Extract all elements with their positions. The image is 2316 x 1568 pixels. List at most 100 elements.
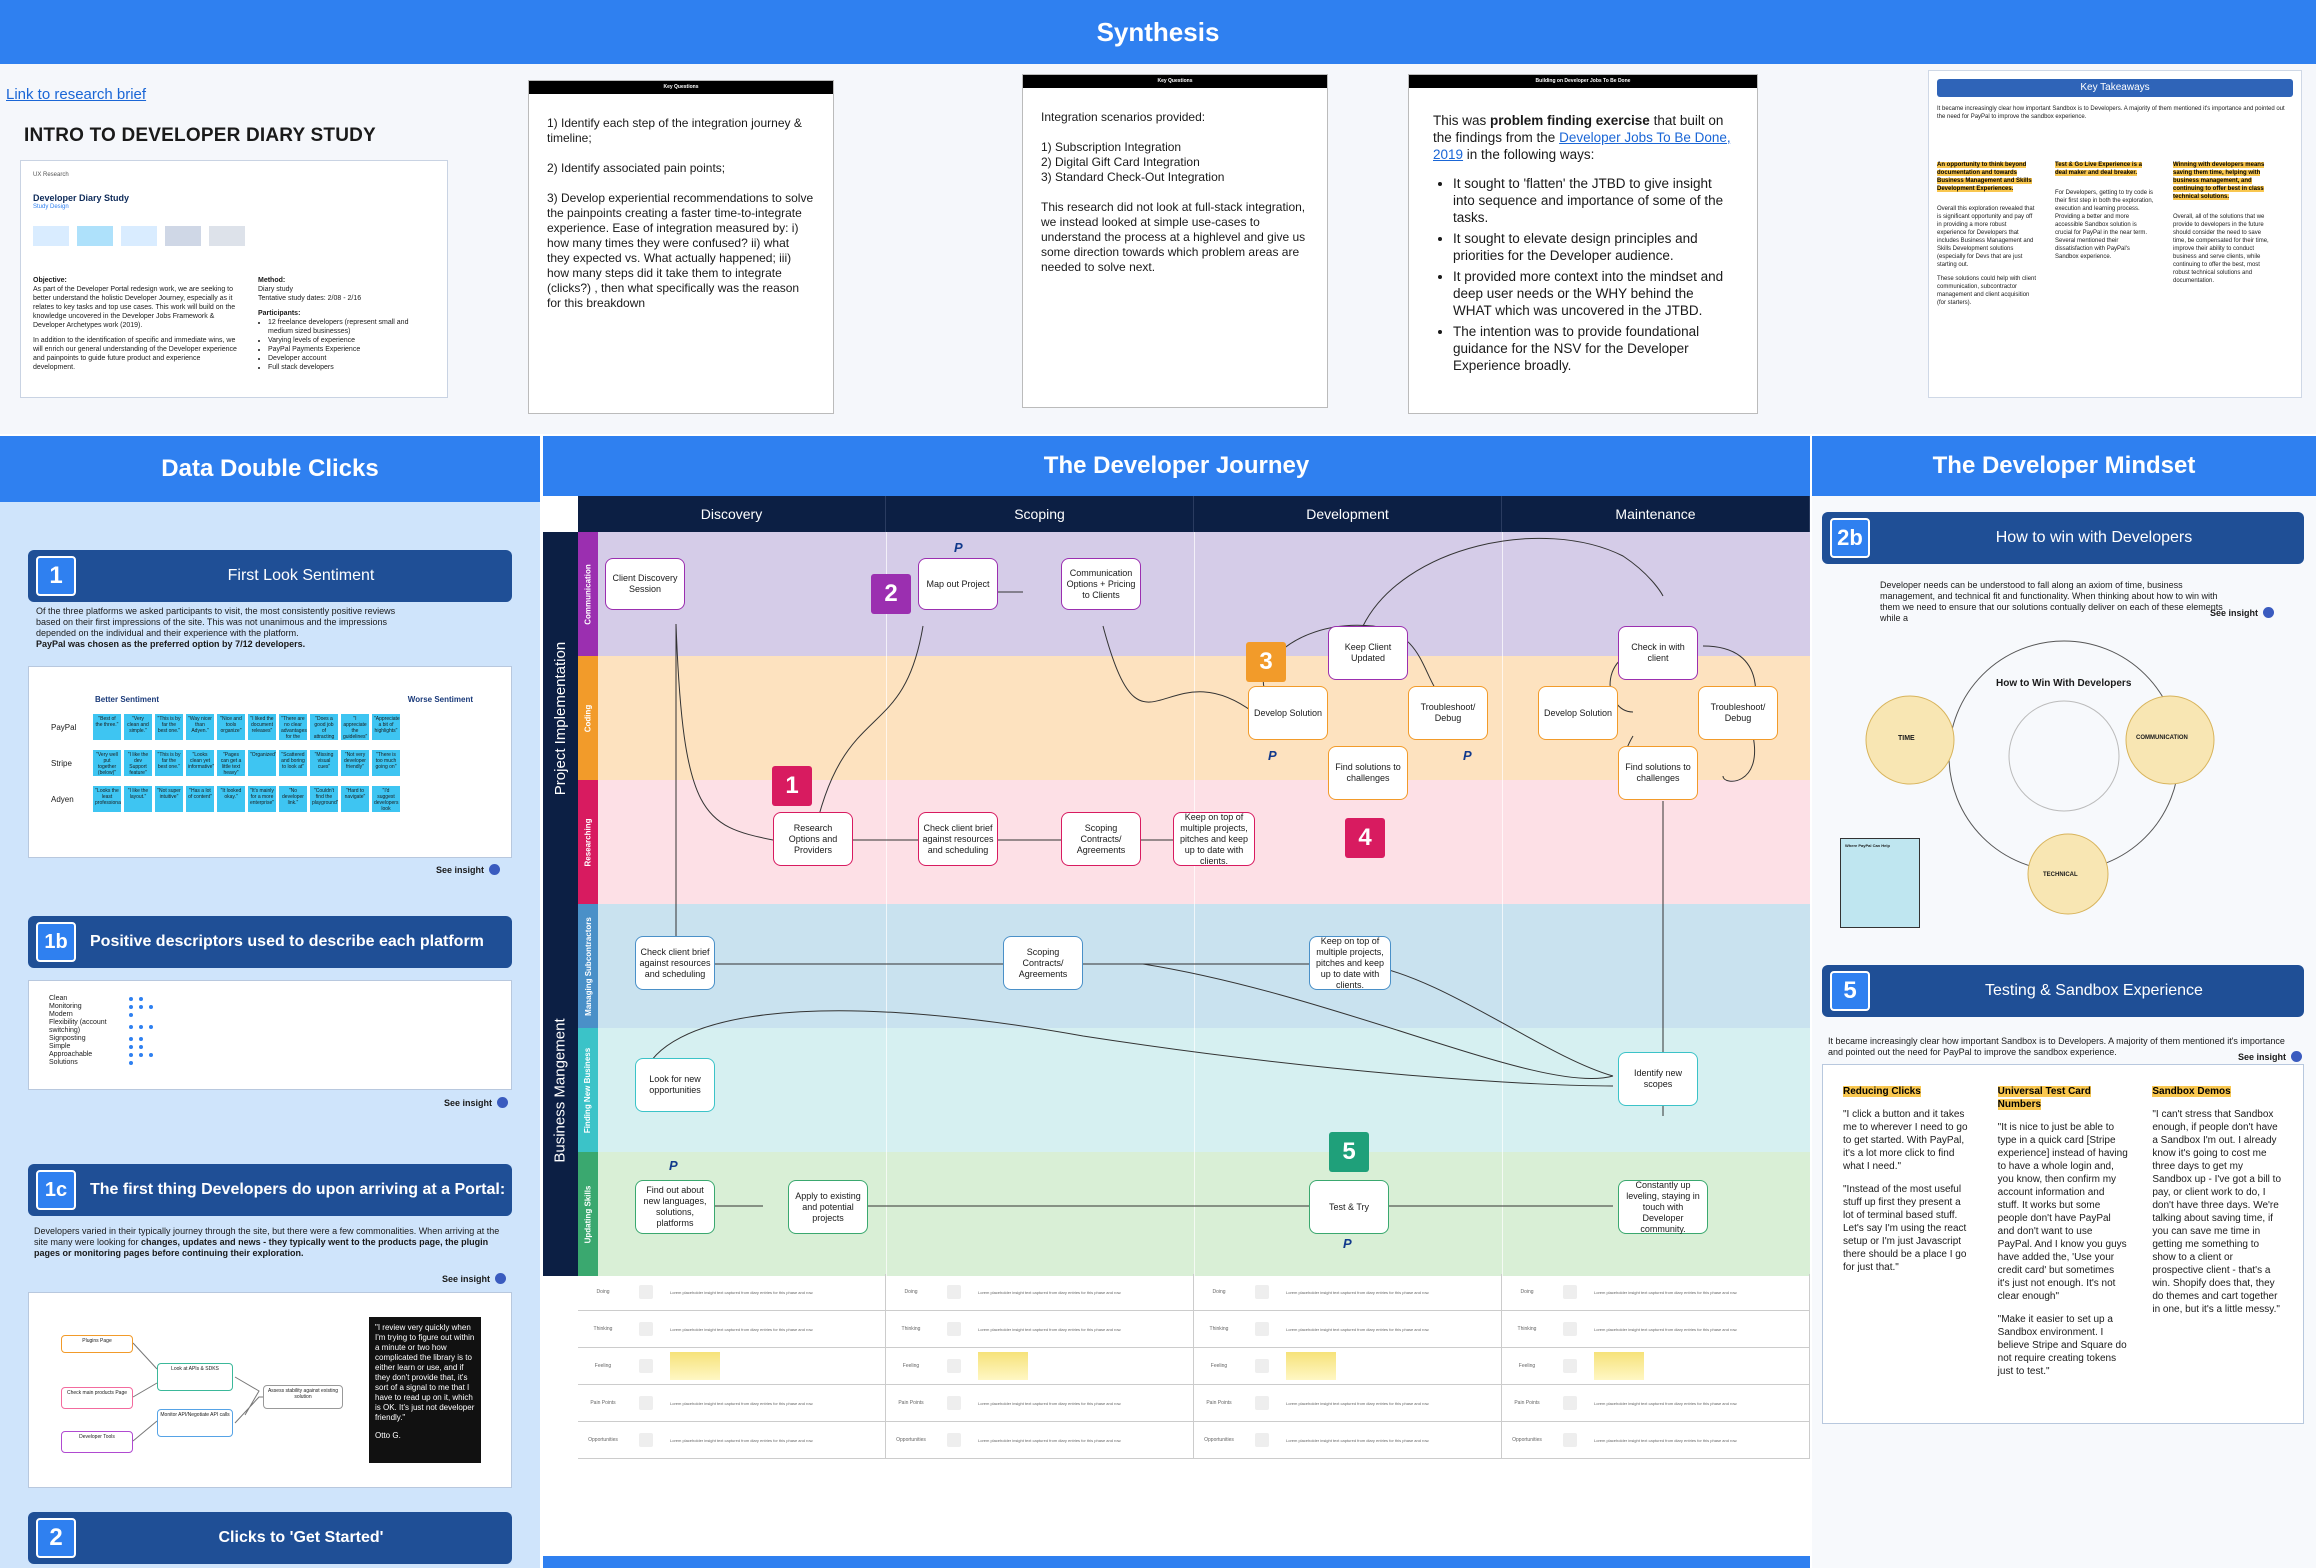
arrow-icon <box>2291 1051 2302 1062</box>
row-icon <box>639 1322 653 1336</box>
scenarios-card[interactable]: Key Questions Integration scenarios prov… <box>1022 74 1328 408</box>
row-icon <box>1255 1396 1269 1410</box>
takeaway-body: Overall this exploration revealed that i… <box>1937 205 2037 269</box>
first-thing-header[interactable]: 1c The first thing Developers do upon ar… <box>28 1164 512 1216</box>
journey-badge[interactable]: 1 <box>772 766 812 806</box>
flow-node: Monitor API/Negotiate API calls <box>157 1409 233 1437</box>
journey-node[interactable]: Troubleshoot/ Debug <box>1408 686 1488 740</box>
journey-node[interactable]: Client Discovery Session <box>605 558 685 610</box>
journey-table-cell: Pain PointsLorem placeholder insight tex… <box>578 1385 886 1421</box>
sandbox-quote: "It is nice to just be able to type in a… <box>1998 1121 2129 1303</box>
intro-card[interactable]: UX Research Developer Diary Study Study … <box>20 160 448 398</box>
sentiment-note: "There is too much going on" <box>372 750 400 776</box>
journey-row-label: Feeling <box>886 1363 936 1369</box>
journey-cell-text <box>664 1352 885 1380</box>
journey-node[interactable]: Keep on top of multiple projects, pitche… <box>1309 936 1391 990</box>
journey-node[interactable]: Find solutions to challenges <box>1328 746 1408 800</box>
journey-node[interactable]: Keep Client Updated <box>1328 626 1408 680</box>
journey-badge[interactable]: 4 <box>1345 818 1385 858</box>
journey-cell-text: Lorem placeholder insight text captured … <box>1588 1290 1809 1295</box>
objective-label: Objective: <box>33 276 238 285</box>
sentiment-note: "Appreciate a bit of highlights" <box>372 714 400 740</box>
sandbox-col: Universal Test Card Numbers "It is nice … <box>1998 1085 2129 1403</box>
journey-node[interactable]: Scoping Contracts/ Agreements <box>1003 936 1083 990</box>
journey-node[interactable]: Develop Solution <box>1538 686 1618 740</box>
journey-node[interactable]: Develop Solution <box>1248 686 1328 740</box>
takeaway-col: An opportunity to think beyond documenta… <box>1937 161 2037 307</box>
sandbox-quotes-card[interactable]: Reducing Clicks "I click a button and it… <box>1822 1064 2304 1424</box>
card-number: 2 <box>36 1518 76 1558</box>
building-card[interactable]: Building on Developer Jobs To Be Done Th… <box>1408 74 1758 414</box>
journey-node[interactable]: Troubleshoot/ Debug <box>1698 686 1778 740</box>
journey-node[interactable]: Research Options and Providers <box>773 812 853 866</box>
developer-journey-map[interactable]: Discovery Scoping Development Maintenanc… <box>543 496 1810 1536</box>
journey-table-cell: OpportunitiesLorem placeholder insight t… <box>1194 1422 1502 1458</box>
research-brief-link[interactable]: Link to research brief <box>6 86 146 103</box>
win-with-developers-header[interactable]: 2b How to win with Developers <box>1822 512 2304 564</box>
study-dates: Tentative study dates: 2/08 - 2/16 <box>258 294 418 303</box>
journey-node[interactable]: Find out about new languages, solutions,… <box>635 1180 715 1234</box>
objective-text: As part of the Developer Portal redesign… <box>33 285 238 330</box>
descriptor-dot <box>139 1053 143 1057</box>
row-icon <box>1563 1359 1577 1373</box>
see-insight-link[interactable]: See insight <box>444 1097 508 1108</box>
descriptor-label: Signposting <box>49 1035 129 1043</box>
first-look-sentiment-header[interactable]: 1 First Look Sentiment <box>28 550 512 602</box>
time-label: TIME <box>1898 735 1915 742</box>
key-questions-card[interactable]: Key Questions 1) Identify each step of t… <box>528 80 834 414</box>
see-insight-link[interactable]: See insight <box>2238 1051 2302 1062</box>
card-number: 1 <box>36 556 76 596</box>
arrow-icon <box>495 1273 506 1284</box>
journey-node[interactable]: Check client brief against resources and… <box>918 812 998 866</box>
descriptor-dot <box>129 1037 133 1041</box>
testing-sandbox-header[interactable]: 5 Testing & Sandbox Experience <box>1822 965 2304 1017</box>
see-insight-link[interactable]: See insight <box>2270 607 2274 618</box>
descriptor-label: Flexibility (account switching) <box>49 1019 129 1035</box>
sentiment-note: "Very clean and simple." <box>124 714 152 740</box>
journey-badge[interactable]: 5 <box>1329 1132 1369 1172</box>
row-icon <box>1255 1359 1269 1373</box>
journey-node[interactable]: Keep on top of multiple projects, pitche… <box>1173 812 1255 866</box>
journey-node[interactable]: Apply to existing and potential projects <box>788 1180 868 1234</box>
journey-cell-text: Lorem placeholder insight text captured … <box>1280 1401 1501 1406</box>
clicks-get-started-header[interactable]: 2 Clicks to 'Get Started' <box>28 1512 512 1564</box>
positive-descriptors-header[interactable]: 1b Positive descriptors used to describe… <box>28 916 512 968</box>
sentiment-note: "Way nicer than Adyen." <box>186 714 214 740</box>
journey-node[interactable]: Communication Options + Pricing to Clien… <box>1061 558 1141 610</box>
key-takeaways-card[interactable]: Key Takeaways It became increasingly cle… <box>1928 70 2302 398</box>
journey-node[interactable]: Find solutions to challenges <box>1618 746 1698 800</box>
journey-node[interactable]: Check client brief against resources and… <box>635 936 715 990</box>
flow-node: Plugins Page <box>61 1335 133 1353</box>
see-insight-link[interactable]: See insight <box>436 864 500 875</box>
descriptor-row: Approachable <box>49 1051 491 1059</box>
see-insight-link[interactable]: See insight <box>442 1273 506 1284</box>
journey-node[interactable]: Check in with client <box>1618 626 1698 680</box>
how-to-win-diagram[interactable]: How to Win With Developers TIME COMMUNIC… <box>1828 630 2298 930</box>
journey-table-row: Pain PointsLorem placeholder insight tex… <box>578 1385 1810 1422</box>
descriptor-dot <box>129 1005 133 1009</box>
building-bullets: It sought to 'flatten' the JTBD to give … <box>1433 175 1733 374</box>
journey-node[interactable]: Map out Project <box>918 558 998 610</box>
flow-node: Check main products Page <box>61 1387 133 1409</box>
journey-node[interactable]: Look for new opportunities <box>635 1058 715 1112</box>
feeling-meter <box>1286 1352 1336 1380</box>
sandbox-col-title: Reducing Clicks <box>1843 1086 1921 1097</box>
scenarios-body: Integration scenarios provided: 1) Subsc… <box>1023 88 1327 297</box>
portal-flow-diagram[interactable]: Plugins Page Check main products Page De… <box>28 1292 512 1488</box>
sentiment-note: "I appreciate the guidelines" <box>341 714 369 740</box>
journey-node[interactable]: Identify new scopes <box>1618 1052 1698 1106</box>
journey-badge[interactable]: 2 <box>871 574 911 614</box>
journey-cell-text: Lorem placeholder insight text captured … <box>972 1290 1193 1295</box>
journey-node[interactable]: Test & Try <box>1309 1180 1389 1234</box>
arrow-icon <box>497 1097 508 1108</box>
journey-node[interactable]: Scoping Contracts/ Agreements <box>1061 812 1141 866</box>
journey-badge[interactable]: 3 <box>1246 642 1286 682</box>
journey-node[interactable]: Constantly up leveling, staying in touch… <box>1618 1180 1708 1234</box>
descriptor-dot <box>139 1005 143 1009</box>
sentiment-note: "Looks clean yet informative" <box>186 750 214 776</box>
participant-item: 12 freelance developers (represent small… <box>268 318 418 336</box>
sentiment-note: "Does a good job of attracting interest" <box>310 714 338 740</box>
